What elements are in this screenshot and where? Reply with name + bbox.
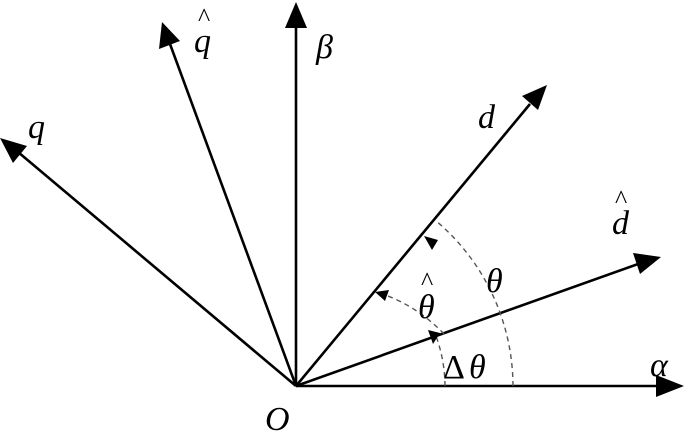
theta-hat-letter: θ xyxy=(418,289,435,326)
d-hat-axis xyxy=(295,253,661,388)
theta-hat-label: θ ^ xyxy=(418,267,435,326)
q-axis xyxy=(0,138,297,387)
alpha-axis xyxy=(296,375,684,397)
theta-hat-arc xyxy=(375,290,445,335)
theta-label: θ xyxy=(486,263,503,300)
q-label: q xyxy=(28,109,45,146)
origin-label: O xyxy=(265,401,290,433)
q-hat-label: q ^ xyxy=(194,3,211,60)
delta-theta-label: Δ θ xyxy=(443,349,486,386)
q-hat-letter: q xyxy=(194,23,211,60)
q-hat-caret: ^ xyxy=(198,3,210,32)
theta-arc xyxy=(424,219,514,387)
d-label: d xyxy=(478,99,496,136)
alpha-label: α xyxy=(650,347,669,384)
delta-symbol: Δ xyxy=(443,349,465,386)
beta-label: β xyxy=(315,29,333,66)
q-hat-axis xyxy=(159,22,298,387)
delta-theta-letter: θ xyxy=(469,349,486,386)
delta-theta-arc xyxy=(428,330,446,387)
theta-hat-caret: ^ xyxy=(421,267,433,296)
d-hat-letter: d xyxy=(612,205,630,242)
d-hat-label: d ^ xyxy=(612,185,630,242)
beta-axis xyxy=(285,2,307,386)
d-axis xyxy=(294,85,547,387)
d-hat-caret: ^ xyxy=(615,185,627,214)
